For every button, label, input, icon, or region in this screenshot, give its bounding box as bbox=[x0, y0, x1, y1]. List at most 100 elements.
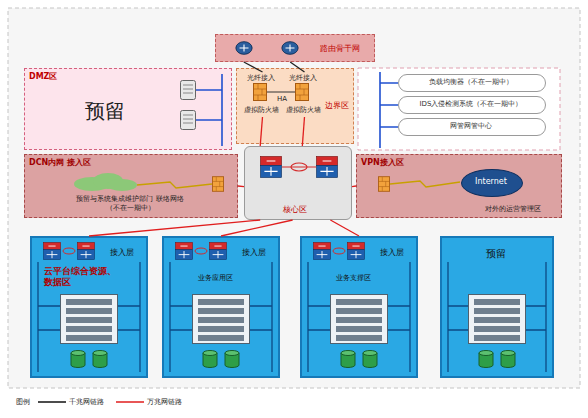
firewall-icon bbox=[212, 177, 223, 192]
server-rack bbox=[469, 295, 526, 344]
switch-trunk bbox=[195, 248, 207, 254]
layer-label: 接入层 bbox=[110, 248, 134, 258]
storage-icon bbox=[93, 351, 107, 368]
switch-icon bbox=[209, 242, 226, 259]
core-trunk-line bbox=[282, 167, 316, 168]
ha-label: HA bbox=[277, 95, 287, 104]
switch-icon bbox=[313, 242, 330, 259]
network-link bbox=[260, 117, 262, 146]
network-link bbox=[238, 185, 244, 187]
firewall-label: 虚拟防火墙 bbox=[283, 106, 323, 115]
legend-line bbox=[116, 401, 144, 403]
switch-icon bbox=[175, 242, 192, 259]
access-zone: 预留 bbox=[440, 236, 554, 378]
zone-title: DMZ区 bbox=[29, 72, 57, 82]
access-bus bbox=[170, 262, 272, 372]
server-rack bbox=[331, 295, 388, 344]
firewall-icon bbox=[378, 177, 389, 192]
device-label: 负载均衡器（不在一期中） bbox=[399, 78, 543, 87]
access-label: 光纤接入 bbox=[283, 74, 323, 83]
storage-icon bbox=[341, 351, 355, 368]
firewall-label: 虚拟防火墙 bbox=[241, 106, 281, 115]
storage-icon bbox=[203, 351, 217, 368]
zone-title: 业务支撑区 bbox=[336, 274, 371, 283]
access-bus bbox=[308, 262, 410, 372]
reserved-text: 预留 bbox=[486, 248, 506, 261]
vpn-zone: VPN接入区对外的运营管理区 Internet bbox=[356, 154, 562, 218]
vpn-link bbox=[390, 181, 460, 187]
access-zone: 接入层云平台综合资源、数据区 bbox=[30, 236, 148, 378]
zone-title: DCN内网 接入区 bbox=[29, 158, 91, 168]
zone-title: 边界区 bbox=[325, 101, 349, 111]
layer-label: 接入层 bbox=[380, 248, 404, 258]
cloud-label: Internet bbox=[462, 177, 520, 187]
legend-heading: 图例 bbox=[16, 398, 30, 407]
legend-item: 万兆网链路 bbox=[116, 397, 182, 407]
router-icon bbox=[282, 42, 298, 55]
ha-link bbox=[267, 92, 295, 93]
zone-title: 云平台综合资源、数据区 bbox=[44, 266, 118, 289]
internet-cloud: Internet bbox=[461, 169, 523, 197]
firewall-icon bbox=[296, 84, 309, 101]
router-icon bbox=[236, 42, 252, 55]
switch-trunk bbox=[333, 248, 345, 254]
dcn-zone: DCN内网 接入区预留与系统集成维护部门 联络网络（不在一期中） bbox=[24, 154, 238, 218]
access-label: 光纤接入 bbox=[241, 74, 281, 83]
dmz-zone: DMZ区预留 bbox=[24, 68, 232, 150]
device-box: 网管网管中心 bbox=[398, 118, 546, 136]
reserved-illustration bbox=[448, 262, 546, 372]
cloud-shape bbox=[107, 179, 137, 191]
management-bus bbox=[380, 72, 398, 148]
access-illustration bbox=[38, 242, 140, 372]
cloud-label: 预留与系统集成维护部门 联络网络（不在一期中） bbox=[70, 195, 190, 213]
border-zone: 边界区光纤接入虚拟防火墙光纤接入虚拟防火墙 bbox=[236, 68, 354, 144]
core-trunk bbox=[291, 163, 307, 171]
access-bus bbox=[448, 262, 546, 372]
management-area bbox=[358, 68, 560, 150]
storage-icon bbox=[363, 351, 377, 368]
access-bus bbox=[38, 262, 140, 372]
switch-trunk bbox=[63, 248, 75, 254]
server-icon bbox=[181, 81, 196, 100]
network-link bbox=[330, 220, 359, 236]
zone-title: 业务应用区 bbox=[198, 274, 233, 283]
reserved-text: 预留 bbox=[85, 99, 125, 124]
network-link bbox=[290, 62, 304, 72]
legend-line-sample bbox=[38, 398, 66, 406]
outer-frame bbox=[8, 8, 580, 388]
core-switch-icon bbox=[317, 157, 338, 178]
zone-title: VPN接入区 bbox=[361, 158, 404, 168]
zone-title: 核心区 bbox=[283, 205, 307, 215]
server-icon bbox=[181, 111, 196, 130]
access-illustration bbox=[308, 242, 410, 372]
legend-text: 千兆网链路 bbox=[69, 397, 104, 407]
network-link bbox=[352, 185, 356, 187]
access-zone: 接入层业务应用区 bbox=[162, 236, 280, 378]
device-label: 网管网管中心 bbox=[399, 122, 543, 131]
legend-line bbox=[38, 401, 66, 403]
switch-icon bbox=[347, 242, 364, 259]
legend-line-sample bbox=[116, 398, 144, 406]
firewall-node: 光纤接入虚拟防火墙 bbox=[241, 72, 284, 117]
legend-text: 万兆网链路 bbox=[147, 397, 182, 407]
zone-note: 对外的运营管理区 bbox=[485, 205, 541, 214]
switch-icon bbox=[77, 242, 94, 259]
switch-icon bbox=[43, 242, 60, 259]
backbone-band: 路由骨干网 bbox=[215, 34, 375, 62]
dmz-bus bbox=[196, 74, 222, 146]
legend-item: 千兆网链路 bbox=[38, 397, 104, 407]
firewall-icon bbox=[254, 84, 267, 101]
cloud-node: 预留与系统集成维护部门 联络网络（不在一期中） bbox=[55, 171, 205, 217]
core-zone: 核心区 bbox=[244, 146, 352, 220]
network-link bbox=[89, 220, 260, 236]
device-box: IDS入侵检测系统（不在一期中） bbox=[398, 96, 546, 114]
zone-title: 路由骨干网 bbox=[320, 44, 360, 54]
layer-label: 接入层 bbox=[242, 248, 266, 258]
cloud-shape bbox=[74, 177, 110, 191]
network-link bbox=[244, 62, 263, 72]
legend: 千兆网链路 万兆网链路 bbox=[38, 397, 182, 407]
server-rack bbox=[193, 295, 250, 344]
server-rack bbox=[61, 295, 118, 344]
cloud-shape bbox=[93, 173, 123, 189]
storage-icon bbox=[71, 351, 85, 368]
